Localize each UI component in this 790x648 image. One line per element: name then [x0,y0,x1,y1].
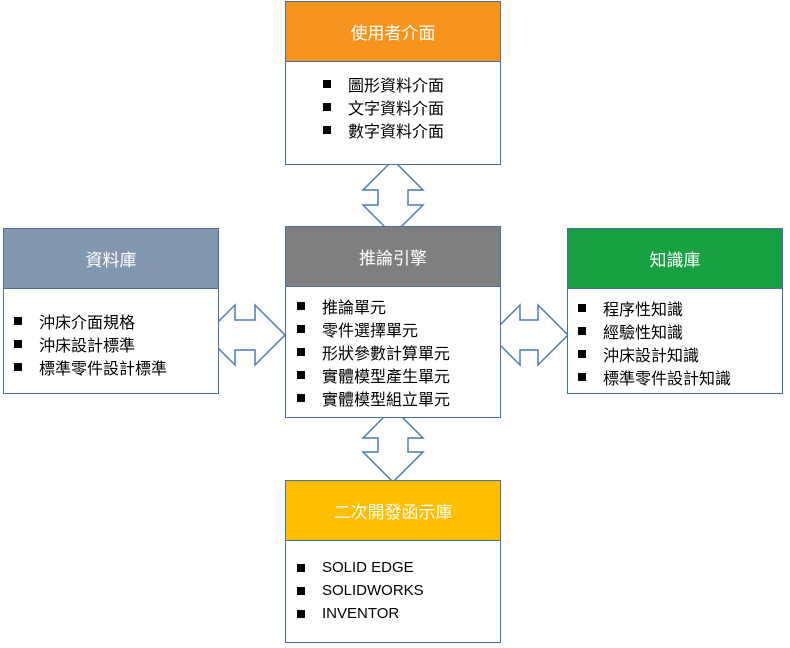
square-bullet-icon [578,303,586,312]
list-item: 零件選擇單元 [297,317,500,340]
square-bullet-icon [323,102,331,111]
list-item: 實體模型組立單元 [297,386,500,409]
dev-library-box: 二次開發函示庫 SOLID EDGE SOLIDWORKS INVENTOR [285,480,501,643]
square-bullet-icon [14,316,22,325]
list-item: 標準零件設計標準 [14,355,218,378]
database-list: 沖床介面規格 沖床設計標準 標準零件設計標準 [14,309,218,378]
user-interface-list: 圖形資料介面 文字資料介面 數字資料介面 [323,72,500,141]
list-item: 沖床介面規格 [14,309,218,332]
inference-engine-box: 推論引擎 推論單元 零件選擇單元 形狀參數計算單元 實體模型產生單元 實體模型組… [285,226,501,418]
square-bullet-icon [297,563,305,572]
square-bullet-icon [14,362,22,371]
list-item: 數字資料介面 [323,118,500,141]
square-bullet-icon [14,339,22,348]
database-box: 資料庫 沖床介面規格 沖床設計標準 標準零件設計標準 [3,228,219,394]
inference-engine-title: 推論引擎 [359,249,427,269]
list-item: 推論單元 [297,294,500,317]
inference-engine-header: 推論引擎 [286,227,500,287]
inference-engine-list: 推論單元 零件選擇單元 形狀參數計算單元 實體模型產生單元 實體模型組立單元 [297,294,500,409]
dev-library-list: SOLID EDGE SOLIDWORKS INVENTOR [297,556,500,625]
list-item: SOLIDWORKS [297,579,500,602]
knowledge-base-title: 知識庫 [649,251,701,271]
square-bullet-icon [323,125,331,134]
arrow-ui-engine [361,158,425,237]
list-item: INVENTOR [297,602,500,625]
square-bullet-icon [297,301,305,310]
square-bullet-icon [578,349,586,358]
list-item: 圖形資料介面 [323,72,500,95]
user-interface-header: 使用者介面 [286,2,500,62]
dev-library-title: 二次開發函示庫 [333,503,453,523]
list-item: 沖床設計知識 [578,342,782,365]
list-item: 程序性知識 [578,296,782,319]
user-interface-box: 使用者介面 圖形資料介面 文字資料介面 數字資料介面 [285,1,501,165]
user-interface-title: 使用者介面 [350,24,436,44]
knowledge-base-box: 知識庫 程序性知識 經驗性知識 沖床設計知識 標準零件設計知識 [567,228,783,394]
database-header: 資料庫 [4,229,218,289]
list-item: 形狀參數計算單元 [297,340,500,363]
list-item: 文字資料介面 [323,95,500,118]
square-bullet-icon [297,609,305,618]
arrow-engine-devlib [361,406,425,484]
list-item: SOLID EDGE [297,556,500,579]
square-bullet-icon [323,79,331,88]
database-title: 資料庫 [85,251,137,271]
list-item: 經驗性知識 [578,319,782,342]
knowledge-base-header: 知識庫 [568,229,782,289]
knowledge-base-list: 程序性知識 經驗性知識 沖床設計知識 標準零件設計知識 [578,296,782,388]
square-bullet-icon [578,326,586,335]
list-item: 實體模型產生單元 [297,363,500,386]
square-bullet-icon [297,324,305,333]
dev-library-header: 二次開發函示庫 [286,481,500,541]
list-item: 沖床設計標準 [14,332,218,355]
arrow-engine-knowledge [488,303,570,367]
square-bullet-icon [297,370,305,379]
square-bullet-icon [297,586,305,595]
square-bullet-icon [578,372,586,381]
square-bullet-icon [297,347,305,356]
list-item: 標準零件設計知識 [578,365,782,388]
square-bullet-icon [297,393,305,402]
